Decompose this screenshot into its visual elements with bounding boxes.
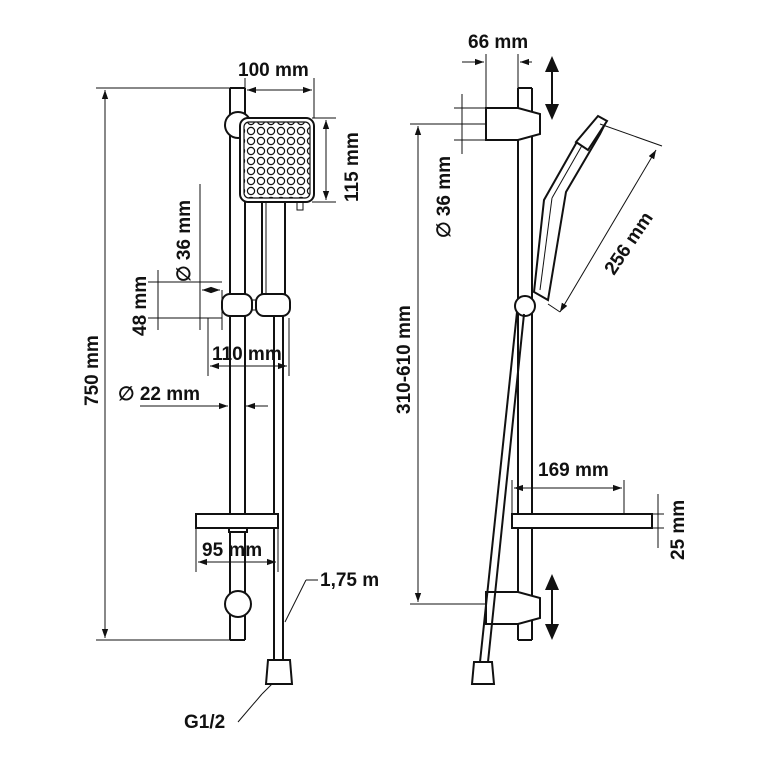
double-arrow-vertical-icon <box>545 56 559 120</box>
side-hose <box>479 311 525 663</box>
side-soap-dish <box>511 513 653 529</box>
side-view <box>470 56 653 685</box>
total-height-label: 750 mm <box>82 335 103 406</box>
bracket-depth-label: 66 mm <box>468 32 528 53</box>
front-hose-nut <box>264 659 294 685</box>
connection-thread-label: G1/2 <box>184 712 225 733</box>
front-sliding-holder <box>221 293 291 317</box>
soap-dish-height-label: 25 mm <box>668 500 689 560</box>
side-dimensions <box>410 54 664 605</box>
handshower-height-label: 115 mm <box>342 132 363 202</box>
front-soap-dish <box>195 513 279 533</box>
adjustable-range-label: 310-610 mm <box>394 305 415 414</box>
side-holder-knob <box>514 295 536 317</box>
hose-length-label: 1,75 m <box>320 570 379 591</box>
holder-diameter-side-label: ∅ 36 mm <box>434 156 455 238</box>
front-hose <box>273 316 284 660</box>
front-bottom-wall-bracket <box>224 590 252 618</box>
holder-height-label: 48 mm <box>130 276 151 336</box>
front-handshower-handle <box>261 202 286 300</box>
side-top-bracket <box>485 107 541 141</box>
front-dimensions <box>96 78 336 723</box>
holder-diameter-label: ∅ 36 mm <box>174 200 195 282</box>
side-bottom-bracket <box>485 591 541 625</box>
front-view <box>195 87 315 685</box>
holder-width-label: 110 mm <box>212 344 282 365</box>
side-hose-nut <box>470 661 496 685</box>
side-rail <box>517 87 533 641</box>
double-arrow-vertical-icon <box>545 574 559 640</box>
soap-dish-depth-label: 169 mm <box>538 460 609 481</box>
rail-diameter-label: ∅ 22 mm <box>118 384 200 405</box>
front-handshower-head <box>239 117 315 211</box>
handshower-length-label: 256 mm <box>601 208 658 278</box>
handshower-width-label: 100 mm <box>238 60 309 81</box>
soap-dish-width-label: 95 mm <box>202 540 262 561</box>
side-handshower <box>532 114 609 302</box>
